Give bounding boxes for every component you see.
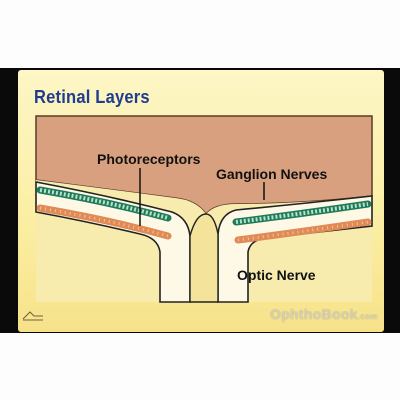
left-rpe-dots xyxy=(39,206,169,238)
letterbox-top xyxy=(0,0,400,68)
watermark-brand: OphthoBook xyxy=(270,306,358,322)
watermark-suffix: .com xyxy=(357,312,378,321)
optic-nerve-channel xyxy=(189,213,219,303)
slide-title: Retinal Layers xyxy=(34,87,150,107)
watermark: OphthoBook.com xyxy=(270,306,378,322)
photoreceptors-label: Photoreceptors xyxy=(97,151,201,167)
letterbox-bottom xyxy=(0,333,400,400)
right-rpe-layer xyxy=(234,218,372,244)
ganglion-nerves-label: Ganglion Nerves xyxy=(216,166,328,182)
right-photoreceptor-cells xyxy=(235,202,369,224)
optic-nerve-label: Optic Nerve xyxy=(237,267,316,283)
slide-logo-icon xyxy=(22,311,43,321)
left-photoreceptor-cells xyxy=(39,188,169,220)
